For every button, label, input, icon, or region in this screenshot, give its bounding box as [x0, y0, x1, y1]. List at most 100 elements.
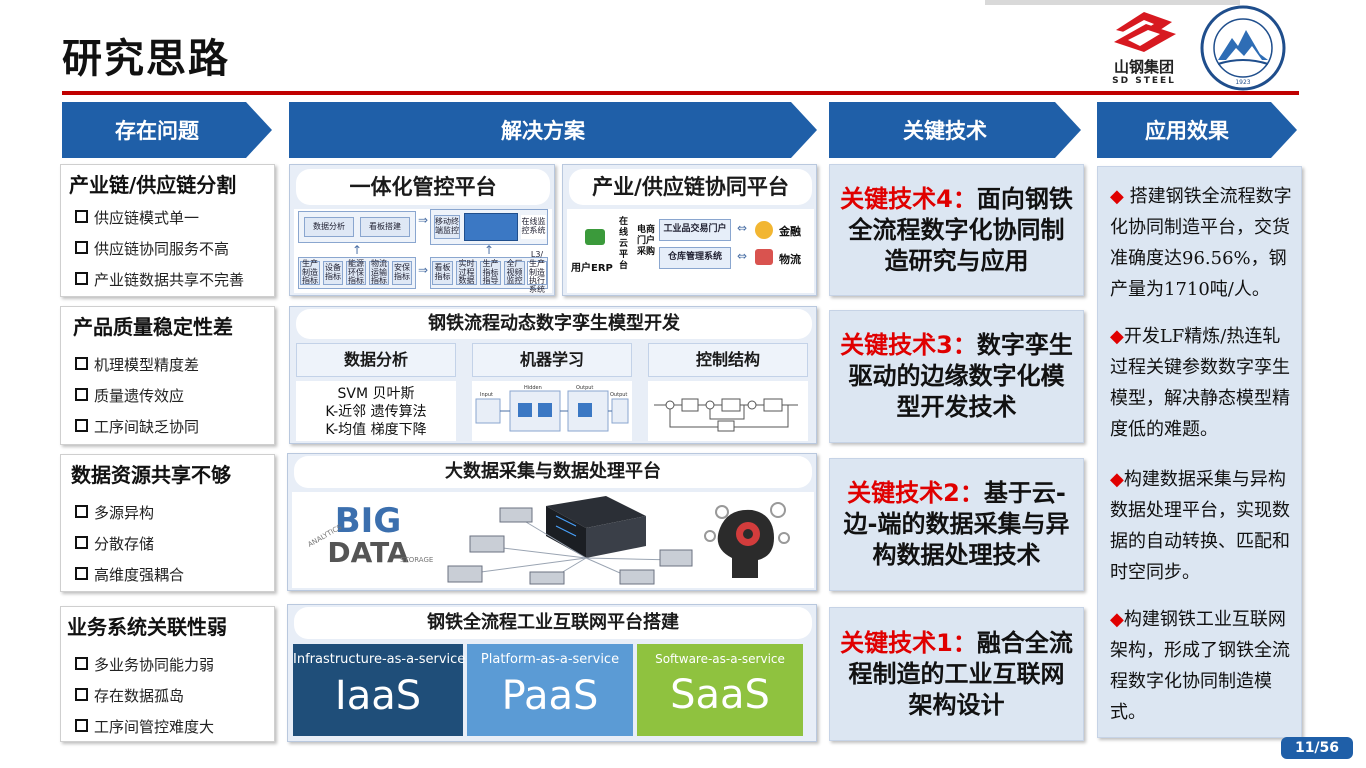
neural-network-diagram: Input Hidden Output Output — [472, 381, 632, 441]
solution-digital-twin: 钢铁流程动态数字孪生模型开发 数据分析 机器学习 控制结构 SVM 贝叶斯 K-… — [289, 306, 817, 444]
cell: 数据分析 — [304, 217, 354, 237]
header-solutions: 解决方案 — [289, 102, 817, 158]
problem-item: 供应链模式单一 — [75, 207, 199, 228]
keytech-2: 关键技术2：基于云-边-端的数据采集与异构数据处理技术 — [829, 458, 1084, 591]
cloud-label: Software-as-a-service — [655, 652, 785, 666]
page-title: 研究思路 — [62, 36, 230, 82]
problem-item: 多源异构 — [75, 502, 154, 523]
problem-item: 机理模型精度差 — [75, 354, 199, 375]
problem-title: 业务系统关联性弱 — [67, 615, 227, 639]
cell: 移动终端监控 — [434, 215, 460, 239]
trade-portal-box: 工业品交易门户 — [659, 219, 731, 241]
cell: L3/生产制造执行系统 — [527, 250, 547, 295]
cell: 生产指标指导 — [480, 259, 501, 285]
keytech-text: 面向钢铁全流程数字化协同制造研究与应用 — [848, 184, 1073, 275]
sd-steel-logo-icon — [1112, 12, 1176, 52]
cell: 实时过程数据 — [456, 259, 477, 285]
algo-line: K-均值 梯度下降 — [325, 422, 427, 438]
problem-box-data: 数据资源共享不够 多源异构 分散存储 高维度强耦合 — [60, 454, 275, 592]
arrow-both-icon: ⇔ — [737, 221, 748, 235]
solution-supply-chain-platform: 产业/供应链协同平台 用户ERP 在线云平台 电商门户采购 工业品交易门户 仓库… — [562, 164, 817, 296]
svg-text:Input: Input — [480, 392, 493, 398]
subhead-machine-learning: 机器学习 — [472, 343, 632, 377]
keytech-label: 关键技术4： — [840, 184, 977, 213]
solution-title: 一体化管控平台 — [296, 169, 550, 205]
page-indicator[interactable]: 11/56 — [1281, 737, 1353, 759]
effect-item: ◆开发LF精炼/热连轧过程关键参数数字孪生模型，解决静态模型精度低的难题。 — [1110, 326, 1290, 440]
university-seal: 1923 — [1198, 4, 1288, 92]
cloud-abbr: PaaS — [501, 673, 599, 719]
problem-title: 产品质量稳定性差 — [73, 315, 233, 339]
cloud-abbr: SaaS — [670, 672, 770, 718]
big-data-illustration: BIG DATA ANALYTICS STORAGE — [292, 492, 814, 588]
arrow-right-icon: ⇒ — [418, 213, 429, 227]
big-data-wordcloud: BIG DATA ANALYTICS STORAGE — [307, 501, 434, 582]
keytech-text: 融合全流程制造的工业互联网架构设计 — [848, 628, 1073, 719]
problem-title: 数据资源共享不够 — [71, 463, 231, 487]
seal-year: 1923 — [1235, 79, 1250, 86]
problem-box-supply-chain: 产业链/供应链分割 供应链模式单一 供应链协同服务不高 产业链数据共享不完善 — [60, 164, 275, 297]
platform-diagram: 数据分析 看板搭建 ⇒ 移动终端监控 在线监控系统 ↑ ↑ 生产制造指标 设备指… — [294, 209, 552, 295]
header-problems: 存在问题 — [62, 102, 272, 158]
solution-title: 钢铁流程动态数字孪生模型开发 — [296, 309, 812, 339]
cloud-label: Platform-as-a-service — [480, 652, 620, 667]
control-loop-icon — [654, 398, 798, 432]
keytech-label: 关键技术3： — [840, 331, 977, 359]
university-seal-icon: 1923 — [1200, 5, 1286, 91]
keytech-4: 关键技术4：面向钢铁全流程数字化协同制造研究与应用 — [829, 164, 1084, 296]
subhead-control-structure: 控制结构 — [648, 343, 808, 377]
effect-item: ◆构建钢铁工业互联网架构，形成了钢铁全流程数字化协同制造模式。 — [1110, 609, 1290, 723]
svg-text:Output: Output — [610, 392, 627, 398]
problem-title: 产业链/供应链分割 — [69, 173, 237, 197]
problem-item: 供应链协同服务不高 — [75, 238, 229, 259]
solution-title: 钢铁全流程工业互联网平台搭建 — [294, 607, 812, 639]
problem-item: 工序间缺乏协同 — [75, 416, 199, 437]
algorithm-list: SVM 贝叶斯 K-近邻 遗传算法 K-均值 梯度下降 — [296, 381, 456, 441]
solution-title: 大数据采集与数据处理平台 — [294, 456, 812, 488]
sd-steel-en: SD STEEL — [1112, 76, 1176, 86]
cell: 生产制造指标 — [300, 258, 320, 286]
cell: 物流运输指标 — [369, 258, 389, 286]
cloud-platform-label: 在线云平台 — [619, 217, 629, 271]
finance-icon — [755, 221, 773, 239]
keytech-3: 关键技术3：数字孪生驱动的边缘数字化模型开发技术 — [829, 310, 1084, 443]
keytech-label: 关键技术1： — [840, 628, 977, 657]
cell: 设备指标 — [323, 261, 343, 285]
problem-item: 多业务协同能力弱 — [75, 654, 214, 675]
side-word: STORAGE — [400, 556, 434, 564]
solution-big-data-platform: 大数据采集与数据处理平台 BIG DATA ANALYTICS STORAGE — [287, 453, 817, 591]
cloud-label: Infrastructure-as-a-service — [293, 652, 466, 667]
big-word: BIG — [334, 501, 402, 541]
arrow-up-icon: ↑ — [352, 243, 363, 257]
truck-icon — [755, 249, 773, 265]
logistics-label: 物流 — [779, 253, 801, 266]
ecommerce-label: 电商门户采购 — [637, 225, 656, 257]
neural-net-icon: Input Hidden Output Output — [475, 385, 629, 432]
data-word: DATA — [327, 536, 409, 569]
algo-line: K-近邻 遗传算法 — [325, 404, 427, 420]
svg-text:Hidden: Hidden — [524, 385, 542, 391]
keytech-text: 数字孪生驱动的边缘数字化模型开发技术 — [848, 331, 1073, 421]
effect-item: ◆构建数据采集与异构数据处理平台，实现数据的自动转换、匹配和时空同步。 — [1110, 469, 1290, 583]
diamond-icon: ◆ — [1110, 469, 1124, 490]
diamond-icon: ◆ — [1110, 609, 1124, 630]
erp-label: 用户ERP — [571, 263, 613, 274]
cloud-saas: Software-as-a-service SaaS — [637, 644, 803, 736]
title-rule — [62, 91, 1299, 95]
cell: 看板搭建 — [360, 217, 410, 237]
erp-icon — [585, 229, 605, 245]
effects-panel: ◆ 搭建钢铁全流程数字化协同制造平台，交货准确度达96.56%，钢产量为1710… — [1097, 166, 1302, 738]
problem-item: 质量遗传效应 — [75, 385, 184, 406]
top-decoration — [985, 0, 1240, 5]
cloud-iaas: Infrastructure-as-a-service IaaS — [293, 644, 466, 736]
problem-item: 分散存储 — [75, 533, 154, 554]
arrow-both-icon: ⇔ — [737, 249, 748, 263]
problem-item: 高维度强耦合 — [75, 564, 184, 585]
control-structure-diagram — [648, 381, 808, 441]
problem-box-quality: 产品质量稳定性差 机理模型精度差 质量遗传效应 工序间缺乏协同 — [60, 306, 275, 445]
diamond-icon: ◆ — [1110, 326, 1124, 347]
effect-item: ◆ 搭建钢铁全流程数字化协同制造平台，交货准确度达96.56%，钢产量为1710… — [1110, 186, 1292, 300]
cell: 在线监控系统 — [521, 215, 546, 239]
finance-label: 金融 — [779, 225, 801, 238]
header-keytech: 关键技术 — [829, 102, 1081, 158]
